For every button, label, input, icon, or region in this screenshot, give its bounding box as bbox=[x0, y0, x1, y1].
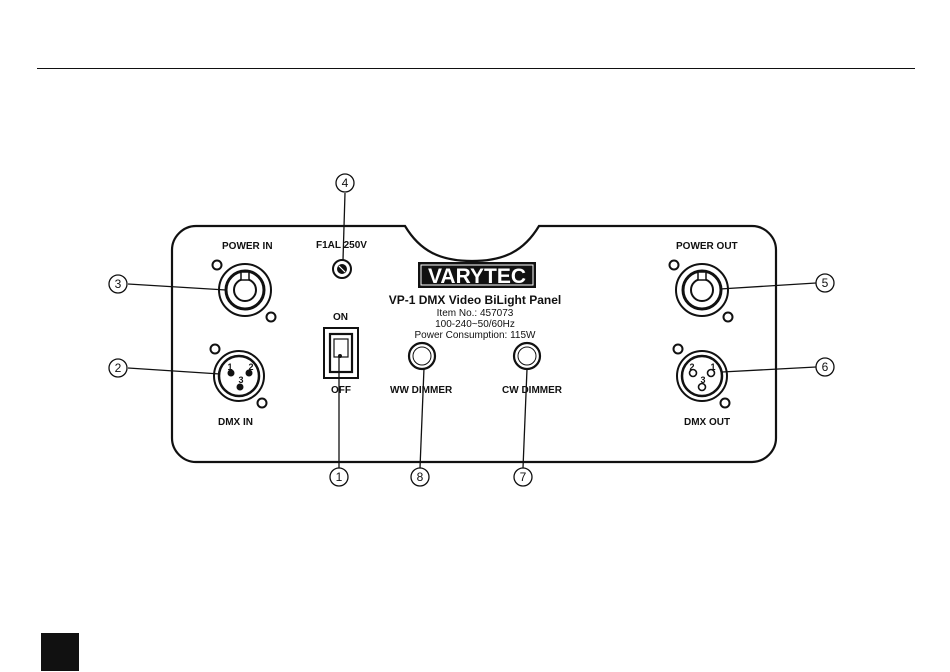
callout-3: 3 bbox=[109, 275, 127, 293]
dmx-in-pin-1: 1 bbox=[227, 362, 232, 372]
page-corner-marker bbox=[41, 633, 79, 671]
svg-text:5: 5 bbox=[822, 276, 829, 290]
brand-name: VARYTEC bbox=[428, 265, 526, 288]
callout-4: 4 bbox=[336, 174, 354, 192]
callout-2: 2 bbox=[109, 359, 127, 377]
power-in-label: POWER IN bbox=[222, 241, 273, 252]
dmx-out-pin-3: 3 bbox=[700, 375, 705, 385]
fuse-label: F1AL 250V bbox=[316, 240, 367, 251]
svg-text:6: 6 bbox=[822, 360, 829, 374]
dmx-in-label: DMX IN bbox=[218, 417, 253, 428]
dmx-out-pin-1: 1 bbox=[710, 362, 715, 372]
item-number: Item No.: 457073 bbox=[437, 308, 514, 319]
cw-dimmer-label: CW DIMMER bbox=[502, 385, 563, 396]
callout-5: 5 bbox=[816, 274, 834, 292]
callout-7: 7 bbox=[514, 468, 532, 486]
power-switch[interactable] bbox=[324, 328, 358, 378]
power-out-label: POWER OUT bbox=[676, 241, 738, 252]
svg-text:7: 7 bbox=[520, 470, 527, 484]
product-title: VP-1 DMX Video BiLight Panel bbox=[389, 293, 561, 307]
cw-dimmer-knob[interactable] bbox=[514, 343, 540, 369]
callout-6: 6 bbox=[816, 358, 834, 376]
power-out-connector[interactable] bbox=[670, 261, 733, 322]
voltage-rating: 100-240~50/60Hz bbox=[435, 319, 515, 330]
brand-logo: VARYTEC bbox=[418, 262, 536, 288]
dmx-in-pin-2: 2 bbox=[248, 362, 253, 372]
switch-off-label: OFF bbox=[331, 385, 351, 396]
svg-text:1: 1 bbox=[336, 470, 343, 484]
switch-leader-dot bbox=[338, 354, 342, 358]
dmx-in-pin-3: 3 bbox=[238, 375, 243, 385]
callout-1: 1 bbox=[330, 468, 348, 486]
dmx-out-label: DMX OUT bbox=[684, 417, 730, 428]
ww-dimmer-label: WW DIMMER bbox=[390, 385, 453, 396]
svg-text:2: 2 bbox=[115, 361, 122, 375]
dmx-out-pin-2: 2 bbox=[689, 362, 694, 372]
power-in-connector[interactable] bbox=[213, 261, 276, 322]
fuse-holder[interactable] bbox=[333, 260, 351, 278]
svg-text:3: 3 bbox=[115, 277, 122, 291]
power-consumption: Power Consumption: 115W bbox=[415, 330, 537, 341]
switch-on-label: ON bbox=[333, 312, 348, 323]
ww-dimmer-knob[interactable] bbox=[409, 343, 435, 369]
callout-8: 8 bbox=[411, 468, 429, 486]
svg-text:8: 8 bbox=[417, 470, 424, 484]
svg-text:4: 4 bbox=[342, 176, 349, 190]
